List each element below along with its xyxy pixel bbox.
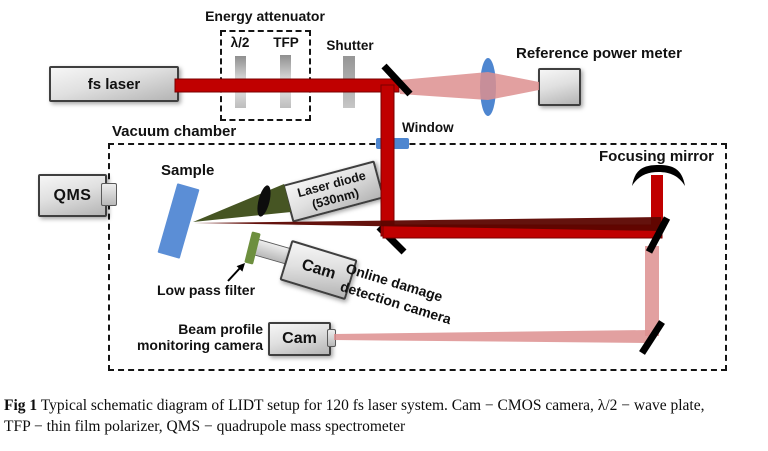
profile-camera-box: Cam bbox=[268, 322, 331, 356]
beam-splitter-mirror bbox=[381, 63, 413, 97]
reference-lens bbox=[480, 58, 496, 116]
fs-laser-label: fs laser bbox=[87, 75, 141, 93]
profile-camera-lens bbox=[327, 329, 336, 347]
profile-camera-label: Cam bbox=[282, 330, 317, 347]
caption-line2: TFP − thin film polarizer, QMS − quadrup… bbox=[4, 418, 406, 435]
shutter-plate bbox=[343, 56, 355, 108]
qms-label: QMS bbox=[53, 186, 92, 204]
sample-label: Sample bbox=[161, 162, 215, 179]
energy-attenuator-label: Energy attenuator bbox=[205, 8, 325, 24]
reference-beam-diverging bbox=[400, 72, 488, 100]
half-wave-plate-label: λ/2 bbox=[230, 35, 250, 50]
focusing-mirror-label: Focusing mirror bbox=[599, 148, 715, 165]
shutter-label: Shutter bbox=[326, 38, 374, 53]
half-wave-plate bbox=[235, 56, 246, 108]
low-pass-filter-label: Low pass filter bbox=[157, 282, 256, 298]
energy-attenuator-outline bbox=[220, 30, 311, 121]
caption-fig-label: Fig 1 bbox=[4, 397, 38, 414]
window-label: Window bbox=[402, 120, 454, 135]
vacuum-chamber-label: Vacuum chamber bbox=[112, 123, 237, 140]
vacuum-chamber-outline bbox=[108, 143, 727, 371]
reference-beam-converging bbox=[488, 72, 539, 100]
beam-profile-camera-label-line2: monitoring camera bbox=[136, 337, 263, 354]
fs-laser-box: fs laser bbox=[49, 66, 179, 102]
reference-power-meter-label: Reference power meter bbox=[516, 45, 682, 62]
online-camera-label: Cam bbox=[299, 256, 338, 283]
figure-caption: Fig 1 Typical schematic diagram of LIDT … bbox=[4, 395, 768, 437]
beam-profile-camera-label-line1: Beam profile bbox=[178, 321, 263, 337]
beam-profile-camera-label: Beam profile monitoring camera bbox=[130, 321, 263, 353]
tfp-plate bbox=[280, 55, 291, 108]
caption-line1: Fig 1 Typical schematic diagram of LIDT … bbox=[4, 397, 705, 414]
qms-port bbox=[101, 183, 117, 206]
reference-power-meter-box bbox=[538, 68, 581, 106]
tfp-label: TFP bbox=[273, 35, 299, 50]
qms-box: QMS bbox=[38, 174, 107, 217]
